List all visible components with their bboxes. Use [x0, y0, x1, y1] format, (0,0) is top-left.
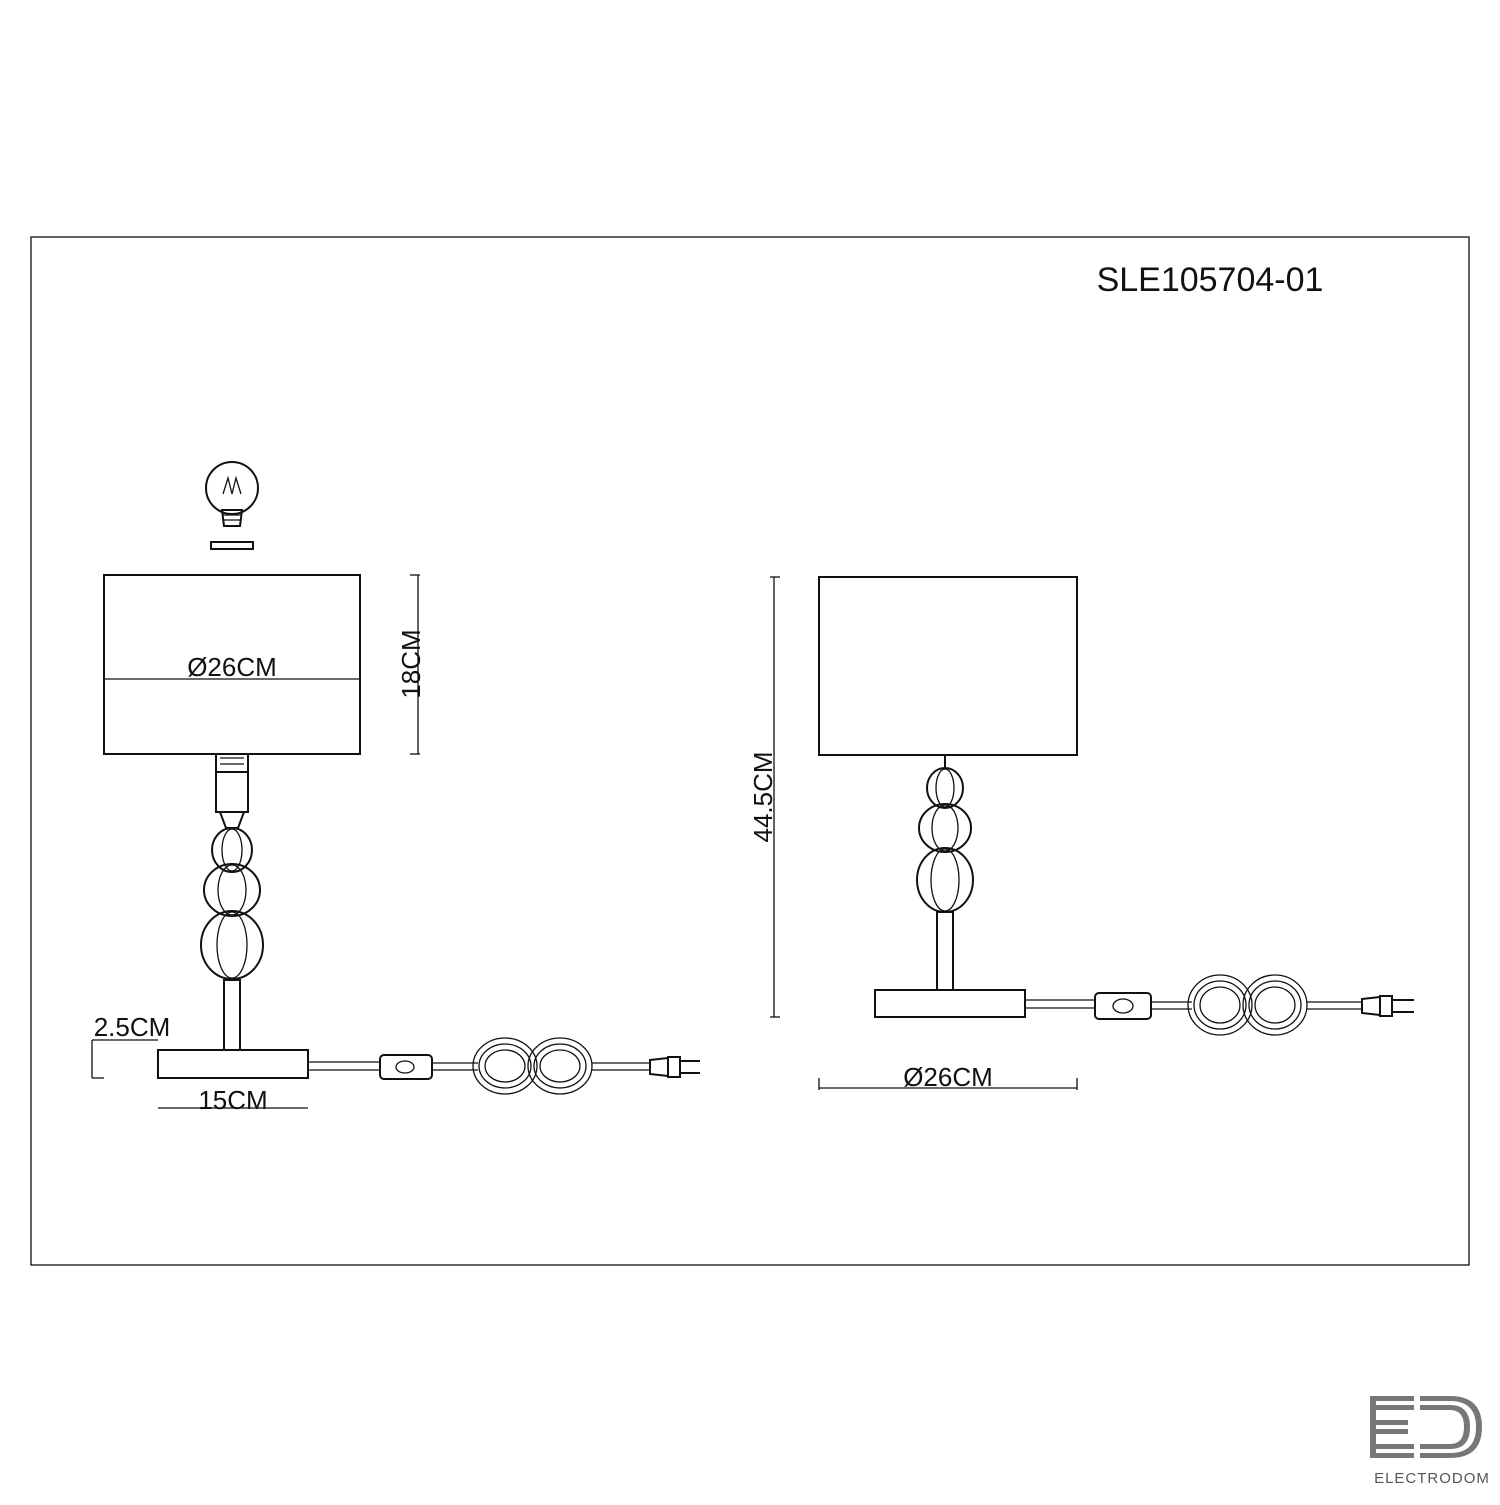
shade-diameter-label-right: Ø26CM — [903, 1062, 993, 1092]
lamp-shade-assembled — [818, 576, 1078, 756]
model-code: SLE105704-01 — [1097, 261, 1324, 299]
power-cord-right — [1025, 974, 1414, 1036]
lamp-stem-assembled — [936, 911, 954, 991]
right-view: 44.5CM Ø26CM — [748, 576, 1414, 1092]
glass-balls — [200, 827, 264, 980]
base-width-label: 15CM — [198, 1085, 267, 1115]
cord-coil-right — [1187, 974, 1308, 1036]
lamp-base — [157, 1049, 309, 1079]
brand-name: ELECTRODOM — [1374, 1470, 1490, 1487]
glass-balls-assembled — [916, 755, 974, 913]
shade-height-label: 18CM — [396, 629, 426, 698]
lamp-base-assembled — [874, 989, 1026, 1018]
total-height-label: 44.5CM — [748, 751, 778, 842]
drawing-frame — [30, 236, 1470, 1266]
socket — [215, 753, 249, 829]
electrodom-logo: ELECTRODOM — [1370, 1396, 1490, 1487]
shade-diameter-label: Ø26CM — [187, 652, 277, 682]
cord-switch — [379, 1054, 433, 1080]
cord-coil — [472, 1037, 593, 1095]
bulb-icon — [205, 461, 259, 527]
left-view: Ø26CM 18CM 2.5CM — [91, 461, 700, 1115]
power-cord-left — [308, 1037, 700, 1095]
plug-icon — [649, 1056, 700, 1078]
cord-switch-right — [1094, 992, 1152, 1020]
lamp-shade — [103, 574, 361, 755]
shade-ring — [210, 541, 254, 550]
lamp-stem — [223, 979, 241, 1051]
base-height-label: 2.5CM — [94, 1012, 171, 1042]
plug-icon-right — [1361, 995, 1414, 1017]
